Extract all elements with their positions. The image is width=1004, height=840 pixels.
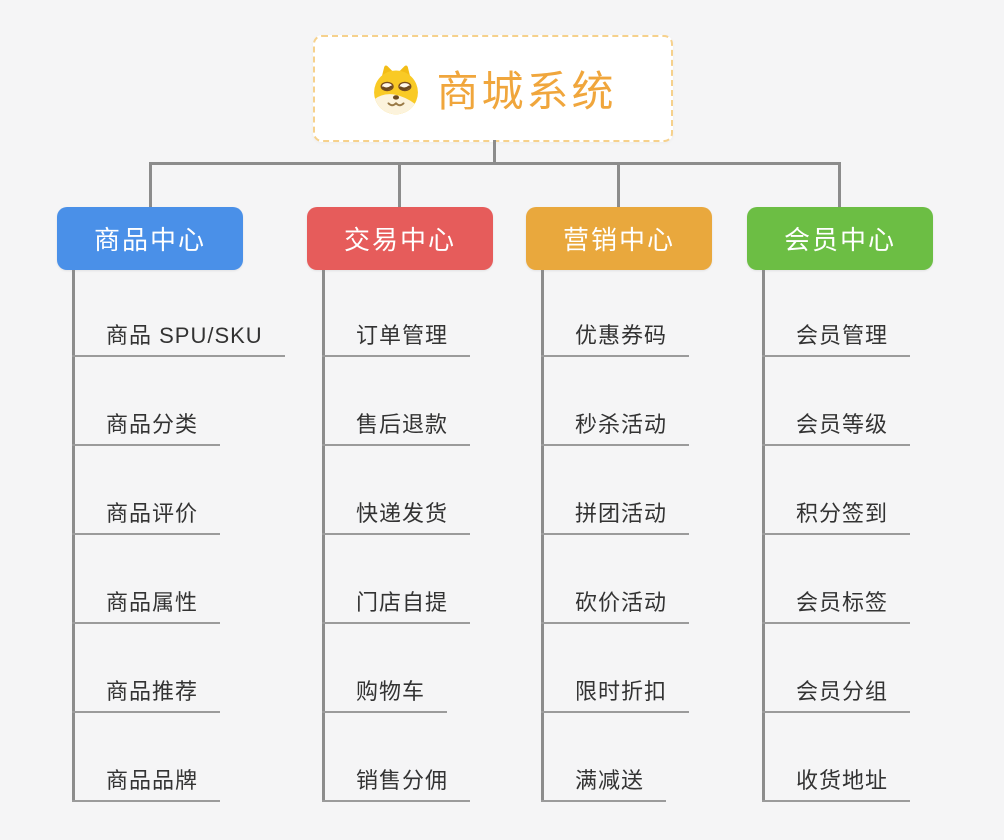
branch-products: 商品中心 商品 SPU/SKU 商品分类 商品评价 商品属性 商品推荐 商品品牌 bbox=[57, 207, 285, 802]
doge-icon bbox=[374, 65, 419, 114]
branch-spine bbox=[72, 270, 75, 802]
node-item[interactable]: 商品品牌 bbox=[72, 762, 221, 802]
node-item[interactable]: 销售分佣 bbox=[322, 762, 471, 802]
connector-drop-trade bbox=[398, 162, 401, 208]
branch-header-trade[interactable]: 交易中心 bbox=[307, 207, 493, 270]
node-item[interactable]: 满减送 bbox=[541, 762, 667, 802]
node-item[interactable]: 会员标签 bbox=[762, 584, 911, 624]
node-item[interactable]: 商品评价 bbox=[72, 495, 221, 535]
node-item[interactable]: 收货地址 bbox=[762, 762, 911, 802]
node-item[interactable]: 购物车 bbox=[322, 673, 448, 713]
node-item[interactable]: 积分签到 bbox=[762, 495, 911, 535]
branch-spine bbox=[762, 270, 765, 802]
node-item[interactable]: 拼团活动 bbox=[541, 495, 690, 535]
root-node[interactable]: 商城系统 bbox=[313, 35, 673, 142]
node-item[interactable]: 快递发货 bbox=[322, 495, 471, 535]
branch-spine bbox=[322, 270, 325, 802]
branch-members: 会员中心 会员管理 会员等级 积分签到 会员标签 会员分组 收货地址 bbox=[747, 207, 933, 802]
node-item[interactable]: 商品推荐 bbox=[72, 673, 221, 713]
node-item[interactable]: 会员分组 bbox=[762, 673, 911, 713]
branch-header-products[interactable]: 商品中心 bbox=[57, 207, 243, 270]
node-item[interactable]: 秒杀活动 bbox=[541, 406, 690, 446]
node-item[interactable]: 会员管理 bbox=[762, 317, 911, 357]
node-item[interactable]: 售后退款 bbox=[322, 406, 471, 446]
node-item[interactable]: 商品属性 bbox=[72, 584, 221, 624]
node-item[interactable]: 订单管理 bbox=[322, 317, 471, 357]
branch-spine bbox=[541, 270, 544, 802]
node-item[interactable]: 商品分类 bbox=[72, 406, 221, 446]
branch-header-marketing[interactable]: 营销中心 bbox=[526, 207, 712, 270]
branch-header-members[interactable]: 会员中心 bbox=[747, 207, 933, 270]
node-item[interactable]: 会员等级 bbox=[762, 406, 911, 446]
node-item[interactable]: 砍价活动 bbox=[541, 584, 690, 624]
connector-bus bbox=[149, 162, 841, 165]
connector-root-stub bbox=[493, 140, 496, 164]
node-item[interactable]: 商品 SPU/SKU bbox=[72, 317, 285, 357]
connector-drop-marketing bbox=[617, 162, 620, 208]
node-item[interactable]: 限时折扣 bbox=[541, 673, 690, 713]
root-title: 商城系统 bbox=[436, 68, 617, 115]
node-item[interactable]: 门店自提 bbox=[322, 584, 471, 624]
branch-marketing: 营销中心 优惠券码 秒杀活动 拼团活动 砍价活动 限时折扣 满减送 bbox=[526, 207, 712, 802]
connector-drop-products bbox=[149, 162, 152, 208]
branch-trade: 交易中心 订单管理 售后退款 快递发货 门店自提 购物车 销售分佣 bbox=[307, 207, 493, 802]
connector-drop-members bbox=[838, 162, 841, 208]
node-item[interactable]: 优惠券码 bbox=[541, 317, 690, 357]
